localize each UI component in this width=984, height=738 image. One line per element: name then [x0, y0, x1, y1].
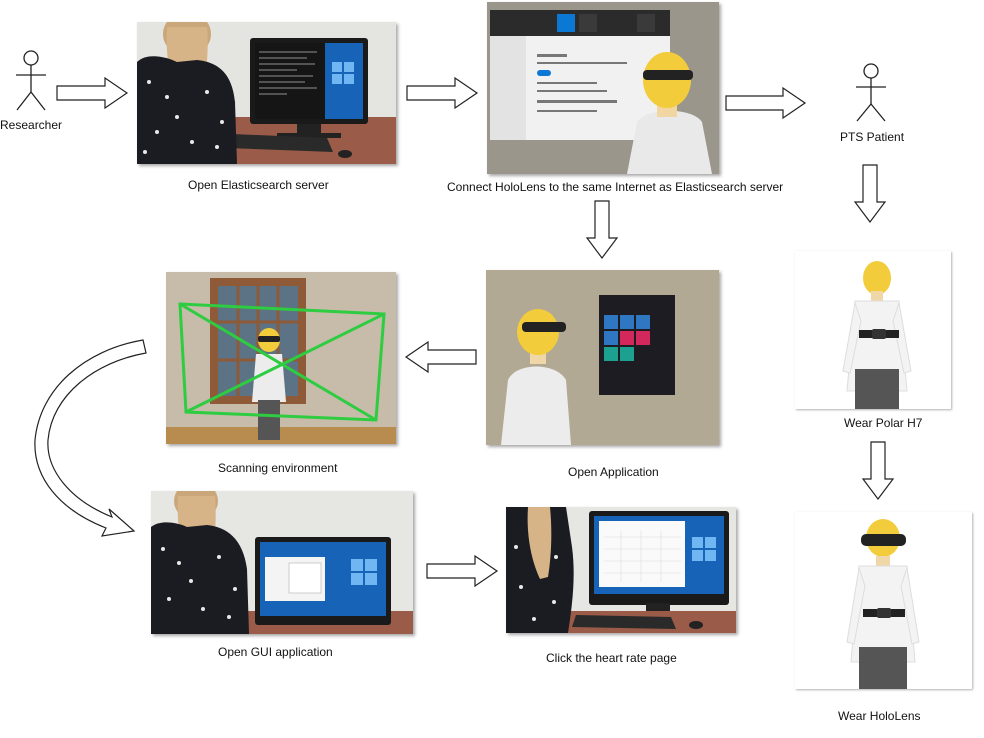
researcher-label: Researcher [0, 118, 63, 132]
scene-open-gui [151, 491, 413, 634]
scene-open-application [486, 270, 719, 445]
panel-open-gui [151, 491, 413, 634]
arrow-right-3 [725, 86, 807, 120]
caption-wear-hololens: Wear HoloLens [838, 709, 921, 723]
patient-actor-icon [856, 63, 886, 122]
scene-wear-hololens [846, 519, 920, 689]
panel-wear-polar [795, 251, 951, 409]
caption-wear-polar: Wear Polar H7 [844, 416, 923, 430]
arrow-right-2 [406, 76, 479, 110]
arrow-right-4 [426, 554, 499, 588]
caption-open-elasticsearch: Open Elasticsearch server [188, 178, 329, 192]
caption-open-application: Open Application [568, 465, 659, 479]
panel-heart-rate [506, 507, 736, 633]
caption-connect-hololens: Connect HoloLens to the same Internet as… [447, 180, 784, 194]
panel-scanning-environment [166, 272, 396, 444]
researcher-actor-icon [16, 50, 46, 111]
arrow-down-2 [853, 164, 887, 223]
arrow-right-1 [56, 76, 129, 110]
scene-wear-polar [842, 261, 912, 409]
panel-open-application [486, 270, 719, 445]
scene-heart-rate [506, 507, 736, 633]
arrow-left-1 [404, 340, 477, 374]
panel-open-elasticsearch [137, 22, 396, 164]
scene-researcher-desk [137, 22, 396, 164]
arrow-curved [34, 339, 147, 537]
patient-label: PTS Patient [840, 130, 905, 144]
caption-open-gui: Open GUI application [218, 645, 333, 659]
caption-heart-rate: Click the heart rate page [546, 651, 677, 665]
panel-connect-hololens [487, 2, 719, 174]
scene-scanning [166, 272, 396, 444]
panel-wear-hololens [795, 512, 972, 689]
caption-scanning-environment: Scanning environment [218, 461, 338, 475]
arrow-down-1 [585, 200, 619, 259]
arrow-down-3 [861, 441, 895, 500]
scene-wifi-settings [487, 2, 719, 174]
